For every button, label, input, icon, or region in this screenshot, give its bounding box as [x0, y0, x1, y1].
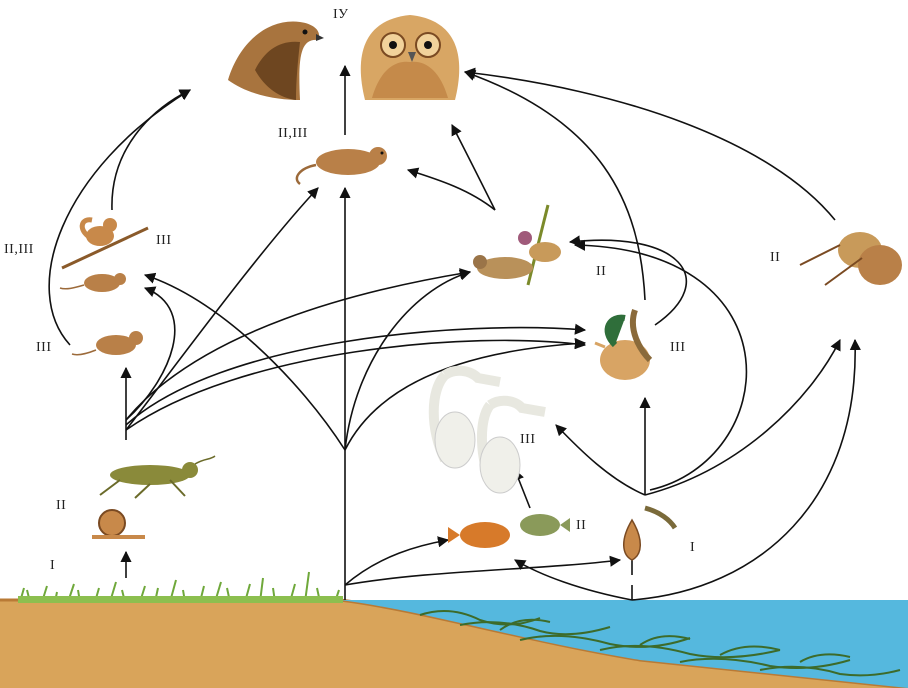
label-squirrel: III — [156, 233, 172, 249]
snail-water — [624, 520, 641, 560]
mouse — [60, 273, 126, 292]
left-rodent — [72, 331, 143, 355]
label-duck: III — [670, 340, 686, 356]
arrow-grasshopper-mouse — [126, 288, 175, 420]
label-top: IУ — [333, 7, 349, 23]
arrow-water-fish — [515, 560, 632, 600]
arrow-water-duck-hub — [575, 245, 746, 490]
songbird — [473, 205, 561, 285]
grasshopper — [100, 456, 215, 498]
arrow-water-snipe — [632, 340, 855, 600]
arrow-plant-mouse — [145, 275, 345, 450]
label-heron: III — [520, 432, 536, 448]
duck — [595, 310, 650, 380]
snipes — [800, 232, 902, 285]
label-rodent-center: II,III — [278, 126, 308, 142]
ground — [0, 572, 908, 688]
label-fish: II — [576, 518, 586, 534]
arrow-snipe-owl — [465, 72, 835, 220]
hawk — [228, 22, 324, 100]
arrow-grasshopper-duck2 — [126, 340, 585, 430]
label-snail-water: I — [690, 540, 695, 556]
arrow-squirrel-hawk — [112, 90, 190, 210]
arrow-grasshopper-bird — [126, 272, 470, 420]
food-chain-arrows — [49, 66, 855, 600]
label-grass: I — [50, 558, 55, 574]
fish — [448, 514, 570, 548]
snail-land — [92, 510, 145, 537]
larva — [645, 508, 675, 528]
arrow-bird-rodent — [408, 170, 495, 210]
arrow-hub-snipe — [645, 340, 840, 495]
owl — [361, 15, 459, 100]
arrow-hub-heron — [556, 425, 645, 495]
squirrel — [62, 218, 148, 268]
arrow-plant-snail — [345, 560, 620, 585]
arrow-bird-owl — [452, 125, 495, 210]
arrow-grasshopper-rodent-center — [126, 188, 318, 430]
label-snipe: II — [770, 250, 780, 266]
arrow-duck-bird — [570, 240, 686, 325]
label-snail-left: II — [56, 498, 66, 514]
rodent-center — [297, 147, 387, 184]
label-left-side: II,III — [4, 242, 34, 258]
label-bird-right: II — [596, 264, 606, 280]
arrow-grasshopper-duck — [126, 328, 585, 425]
label-left-rodent: III — [36, 340, 52, 356]
